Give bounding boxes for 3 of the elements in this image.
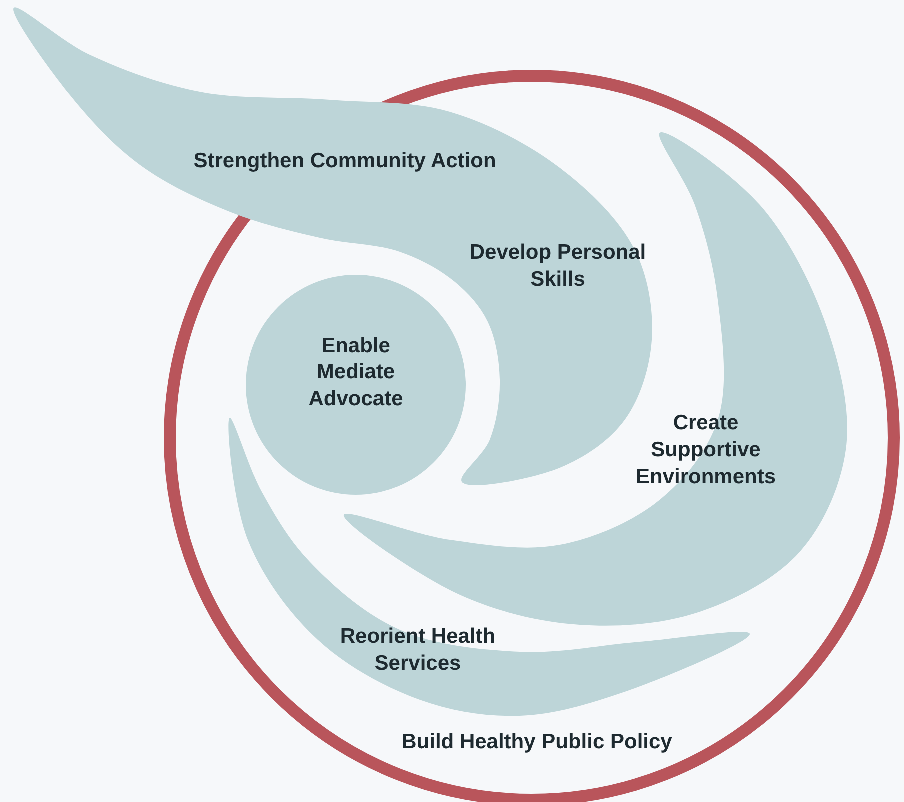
node-label: Create Supportive Environments — [634, 410, 778, 490]
node-label: Reorient Health Services — [339, 624, 497, 677]
node-label: Build Healthy Public Policy — [400, 730, 674, 756]
